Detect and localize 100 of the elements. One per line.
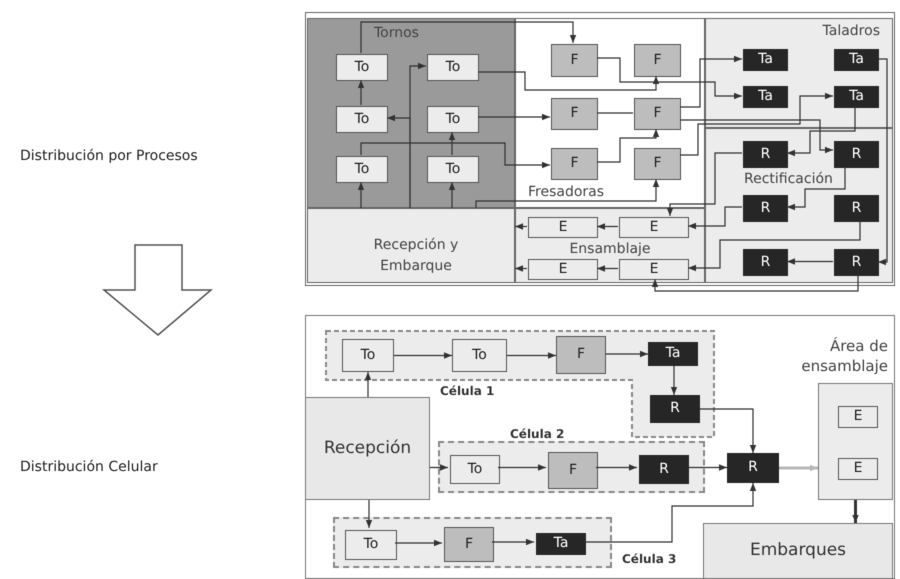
arrow — [597, 265, 618, 272]
machine-box: R — [650, 395, 700, 423]
arrow — [666, 152, 742, 216]
connector-line — [597, 112, 633, 114]
arrow — [680, 56, 742, 108]
machine-box: F — [444, 527, 494, 562]
department-area — [307, 18, 515, 208]
arrow — [688, 206, 742, 230]
arrow — [360, 21, 576, 53]
arrow — [584, 483, 756, 543]
arrow — [395, 540, 442, 546]
machine-box: E — [838, 458, 878, 480]
machine-box: R — [834, 249, 879, 276]
machine-box: Ta — [536, 533, 586, 555]
machine-box: To — [336, 106, 388, 133]
machine-box: E — [619, 217, 689, 238]
machine-box: F — [634, 148, 681, 180]
arrow — [680, 92, 833, 156]
machine-box: R — [727, 453, 779, 483]
machine-box: F — [548, 452, 598, 489]
cell-title: Célula 2 — [510, 426, 564, 443]
arrow — [515, 265, 527, 272]
machine-box: Ta — [648, 342, 698, 366]
cell-title: Célula 3 — [622, 551, 676, 568]
arrow — [475, 179, 660, 208]
machine-box: F — [551, 44, 598, 77]
arrow — [852, 500, 859, 523]
arrow — [779, 464, 818, 472]
machine-box: To — [427, 54, 479, 81]
machine-box: R — [834, 195, 879, 222]
area-title: Fresadoras — [528, 183, 604, 202]
arrow — [498, 464, 546, 471]
arrow — [448, 182, 456, 208]
arrow — [448, 132, 456, 155]
arrow — [700, 408, 756, 453]
arrow — [787, 167, 846, 210]
arrow — [366, 500, 372, 528]
machine-box: To — [336, 156, 388, 183]
section-label: Distribución Celular — [20, 458, 158, 477]
area-title: Rectificación — [744, 170, 833, 189]
machine-box: To — [427, 156, 479, 183]
machine-box: R — [834, 141, 879, 168]
machine-box: F — [551, 148, 598, 180]
machine-box: E — [528, 217, 598, 238]
arrow — [597, 129, 660, 163]
machine-box: R — [743, 141, 788, 168]
machine-box: To — [342, 339, 394, 372]
area-title: Taladros — [822, 22, 880, 41]
cell-title: Célula 1 — [440, 383, 494, 400]
arrow — [652, 275, 859, 292]
machine-box: Ta — [743, 86, 788, 108]
machine-box: E — [619, 259, 689, 280]
arrow — [787, 258, 833, 265]
department-area — [705, 128, 893, 283]
arrow — [358, 182, 364, 208]
machine-box: To — [452, 339, 507, 372]
machine-box: E — [528, 259, 598, 280]
arrow — [478, 71, 660, 91]
arrow — [430, 464, 448, 471]
machine-box: E — [838, 406, 878, 428]
arrow — [688, 221, 861, 272]
arrow — [597, 57, 742, 100]
area-title: Área de ensamblaje — [800, 336, 888, 376]
machine-box: F — [551, 98, 598, 130]
machine-box: R — [639, 455, 689, 484]
arrow — [680, 119, 833, 154]
machine-box: Ta — [743, 49, 788, 71]
machine-box: To — [450, 455, 500, 484]
machine-box: To — [427, 106, 479, 133]
machine-box: To — [336, 54, 388, 81]
machine-box: F — [634, 98, 681, 130]
arrow — [606, 350, 648, 358]
arrow — [394, 352, 452, 359]
department-area — [705, 18, 893, 128]
section-label: Distribución por Procesos — [20, 147, 198, 166]
machine-box: R — [743, 195, 788, 222]
area-title: Ensamblaje — [568, 240, 652, 259]
arrow — [670, 366, 678, 395]
arrow — [787, 107, 856, 156]
machine-box: Ta — [834, 86, 879, 108]
machine-box: R — [743, 249, 788, 276]
arrow — [492, 538, 534, 546]
arrow — [878, 58, 888, 266]
machine-box: F — [556, 336, 606, 374]
area-title: Tornos — [374, 24, 419, 43]
arrow — [478, 114, 550, 120]
arrow — [358, 80, 364, 105]
arrow — [597, 223, 618, 230]
machine-box: To — [345, 530, 397, 560]
area-box: Embarques — [703, 523, 893, 579]
machine-box: Ta — [834, 49, 879, 71]
department-area — [515, 18, 705, 208]
machine-box: F — [634, 44, 681, 77]
department-area — [307, 208, 515, 283]
arrow — [360, 142, 550, 168]
arrow — [596, 464, 637, 471]
arrow — [364, 372, 372, 397]
area-title: Recepción y Embarque — [372, 236, 460, 276]
arrow — [387, 114, 411, 208]
arrow — [687, 464, 727, 471]
